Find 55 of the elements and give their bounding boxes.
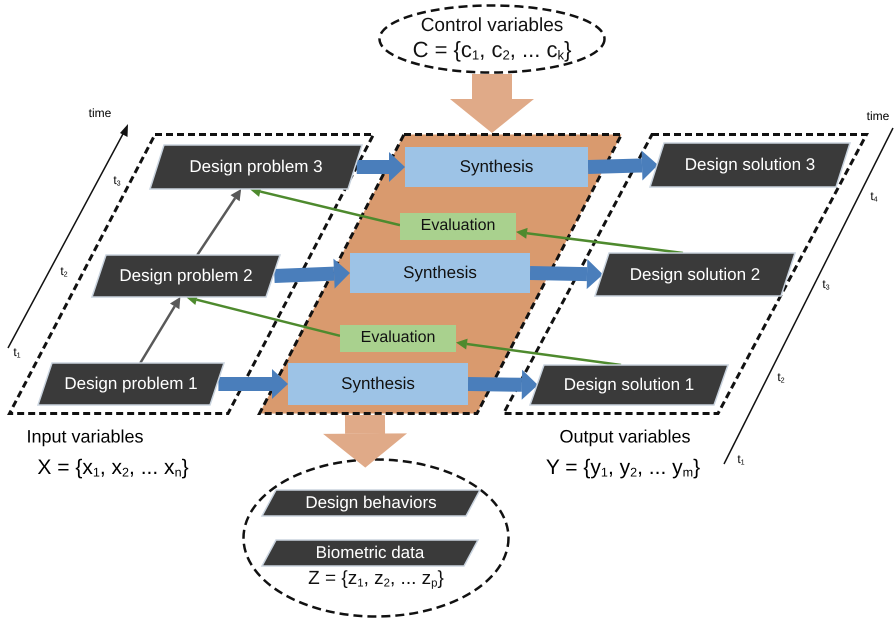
evaluation-box <box>340 325 456 352</box>
design-item-box <box>150 145 362 189</box>
arrow <box>530 259 603 290</box>
arrow <box>516 228 684 254</box>
design-item-box <box>650 143 850 187</box>
axis-label: t$_{1}$ <box>737 453 745 467</box>
node-label: Design solution 2 <box>630 264 760 284</box>
design-item-box <box>595 253 795 296</box>
arrow <box>450 74 534 133</box>
node-label: Biometric data <box>316 543 424 563</box>
arrow <box>139 297 180 364</box>
node-label: Design solution 1 <box>564 375 694 395</box>
axis-label: t$_{3}$ <box>822 278 830 292</box>
design-item-box <box>38 363 224 405</box>
variable-caption: Input variables <box>26 426 144 448</box>
arrow <box>323 414 408 468</box>
node-label: Evaluation <box>420 217 496 236</box>
design-item-box <box>92 255 280 297</box>
design-item-box <box>530 365 728 405</box>
axis-label: t$_{1}$ <box>13 346 21 360</box>
synthesis-box <box>405 147 588 187</box>
evaluation-box <box>400 213 516 240</box>
arrow <box>356 152 405 182</box>
node-label: Synthesis <box>403 263 477 283</box>
node-label: Design behaviors <box>305 493 437 513</box>
node-label: Evaluation <box>360 329 436 348</box>
variable-formula: Y = {y$_{1}$, y$_{2}$, ... y$_{m}$} <box>546 456 700 480</box>
arrow <box>456 338 622 366</box>
arrow <box>588 150 658 180</box>
design-item-box <box>262 540 478 566</box>
node-label: Synthesis <box>460 157 534 177</box>
variable-set-ellipse <box>242 458 510 618</box>
variable-caption: Output variables <box>559 426 691 448</box>
arrow <box>196 189 242 256</box>
axis-label: t$_{2}$ <box>777 371 785 385</box>
node-label: Synthesis <box>341 374 415 394</box>
node-label: Design problem 2 <box>119 266 253 286</box>
node-label: Control variables <box>420 15 564 38</box>
node-label: Z = {z$_{1}$, z$_{2}$, ... z$_{p}$} <box>308 568 444 590</box>
axis-label: t$_{2}$ <box>60 265 68 279</box>
synthesis-box <box>350 253 530 293</box>
variable-formula: X = {x$_{1}$, x$_{2}$, ... x$_{n}$} <box>37 456 189 480</box>
variable-set-ellipse <box>378 4 606 74</box>
node-label: Design problem 1 <box>64 374 198 394</box>
node-label: Design problem 3 <box>189 157 323 177</box>
axis-label: t$_{4}$ <box>870 190 878 204</box>
node-formula: C = {c$_{1}$, c$_{2}$, ... c$_{k}$} <box>412 37 572 63</box>
axis-label: time <box>866 110 890 124</box>
axis-label: t$_{3}$ <box>113 174 121 188</box>
design-item-box <box>262 490 480 516</box>
node-label: Design solution 3 <box>684 155 816 175</box>
axis-label: time <box>88 107 112 121</box>
arrow <box>468 370 538 400</box>
arrow <box>218 369 288 399</box>
synthesis-box <box>288 363 468 405</box>
